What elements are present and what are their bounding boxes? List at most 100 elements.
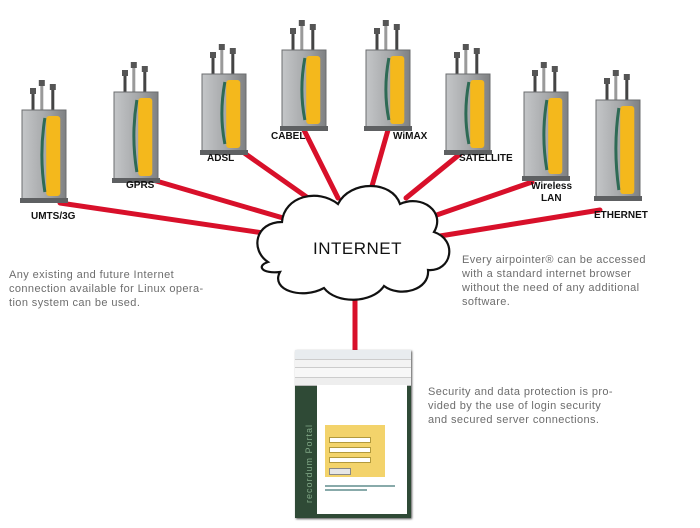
antenna (291, 32, 295, 50)
login-button (329, 468, 351, 475)
connection-links (57, 127, 603, 239)
device-ethernet (594, 70, 642, 201)
login-field-3 (329, 457, 371, 463)
antenna-cap (30, 88, 36, 94)
antenna-cap (382, 20, 389, 26)
device-gprs (112, 62, 160, 183)
browser-titlebar (295, 350, 411, 359)
device-panel (226, 80, 241, 148)
label-wireless: Wireless (531, 181, 572, 192)
device-panel (138, 98, 153, 176)
label-ethernet: ETHERNET (594, 210, 648, 221)
antenna-cap (298, 20, 305, 26)
device-stripe (300, 57, 307, 121)
antenna (605, 82, 609, 100)
label-adsl: ADSL (207, 153, 234, 164)
antenna (464, 48, 468, 74)
portal-page (317, 385, 407, 514)
link-satellite (403, 151, 463, 201)
antenna (475, 52, 479, 74)
antenna-cap (473, 48, 480, 54)
label-cabel: CABEL (271, 131, 305, 142)
link-cabel (301, 127, 341, 201)
label-lan: LAN (541, 193, 562, 204)
login-form (325, 425, 385, 477)
text-connectivity: Any existing and future Internet connect… (9, 269, 204, 309)
browser-screenshot: recordum Portal (295, 350, 411, 518)
antenna-cap (290, 28, 296, 34)
device-stripe (132, 99, 139, 173)
link-ethernet (437, 207, 603, 239)
device-base (112, 178, 160, 183)
antenna-cap (551, 66, 558, 72)
label-wimax: WiMAX (393, 131, 428, 142)
portal-sidebar: recordum Portal (304, 423, 314, 503)
antenna-cap (374, 28, 380, 34)
antenna (553, 70, 557, 92)
antenna (375, 32, 379, 50)
label-satellite: SATELLITE (459, 153, 513, 164)
link-wlan (425, 179, 535, 221)
internet-label: INTERNET (313, 239, 402, 258)
antenna-cap (623, 74, 630, 80)
device-panel (46, 116, 61, 196)
antenna (300, 24, 304, 50)
label-gprs: GPRS (126, 180, 155, 191)
device-panel (390, 56, 405, 124)
antenna (220, 48, 224, 74)
internet-cloud (256, 184, 451, 301)
antenna (455, 56, 459, 74)
login-field-2 (329, 447, 371, 453)
device-base (364, 126, 412, 131)
antenna (132, 66, 136, 92)
antenna-cap (454, 52, 460, 58)
antenna-cap (38, 80, 45, 86)
device-base (200, 150, 248, 155)
browser-menubar (295, 359, 411, 367)
device-satellite (444, 44, 492, 155)
link-wimax (369, 127, 391, 189)
antenna-cap (309, 24, 316, 30)
antenna-cap (612, 70, 619, 76)
antenna (31, 92, 35, 110)
antenna (395, 28, 399, 50)
portal-footer (325, 485, 395, 495)
device-stripe (614, 107, 621, 191)
device-panel (620, 106, 635, 194)
antenna (614, 74, 618, 100)
antenna (384, 24, 388, 50)
antenna (311, 28, 315, 50)
antenna-cap (218, 44, 225, 50)
antenna-cap (130, 62, 137, 68)
link-umts (57, 200, 280, 238)
antenna-cap (141, 66, 148, 72)
antenna-cap (604, 78, 610, 84)
device-wlan (522, 62, 570, 181)
browser-toolbar (295, 367, 411, 377)
device-panel (548, 98, 563, 174)
antenna-cap (210, 52, 216, 58)
antenna (625, 78, 629, 100)
antenna (211, 56, 215, 74)
antenna-cap (532, 70, 538, 76)
device-panel (306, 56, 321, 124)
antenna (51, 88, 55, 110)
text-browser-access: Every airpointer® can be accessed with a… (462, 254, 646, 308)
device-stripe (40, 117, 47, 193)
label-umts: UMTS/3G (31, 211, 76, 222)
antenna (40, 84, 44, 110)
antenna-cap (229, 48, 236, 54)
login-field-1 (329, 437, 371, 443)
device-wimax (364, 20, 412, 131)
device-umts (20, 80, 68, 203)
device-cabel (280, 20, 328, 131)
antenna (533, 74, 537, 92)
device-adsl (200, 44, 248, 155)
device-stripe (384, 57, 391, 121)
antenna-cap (122, 70, 128, 76)
device-stripe (542, 99, 549, 171)
antenna (123, 74, 127, 92)
antenna (542, 66, 546, 92)
antenna-cap (49, 84, 56, 90)
